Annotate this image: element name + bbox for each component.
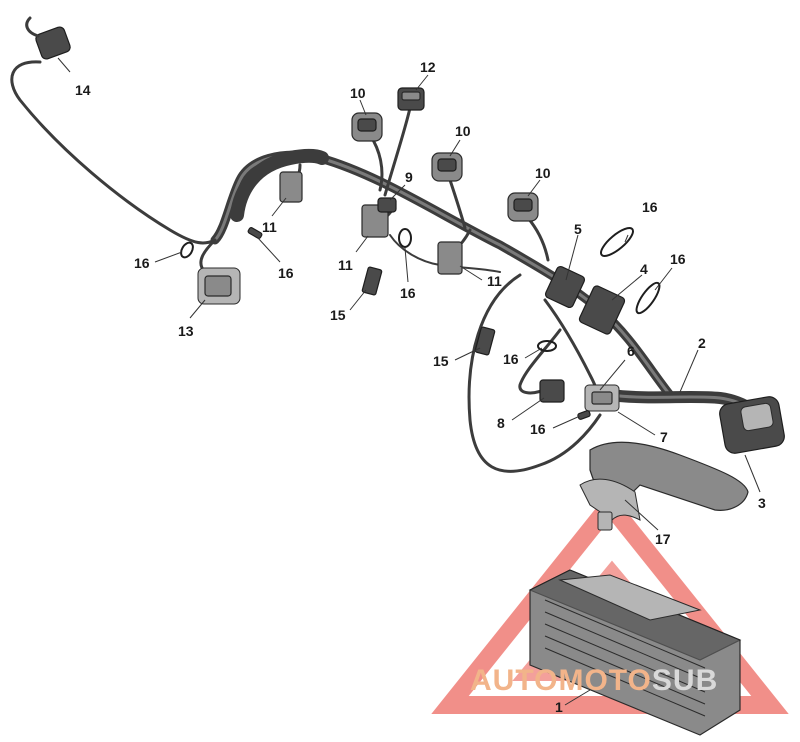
callout-10-c: 10 [535, 165, 551, 181]
coil-connector-10a [351, 112, 383, 142]
connector-8 [539, 379, 565, 403]
callout-16-c: 16 [400, 285, 416, 301]
connector-11b [361, 204, 389, 238]
callout-11-a: 11 [262, 219, 277, 235]
callout-4: 4 [640, 261, 648, 277]
callout-7: 7 [660, 429, 668, 445]
cable-tie-16b [247, 227, 263, 239]
parts [25, 16, 785, 736]
coil-connector-10c [507, 192, 539, 222]
trunk-sleeve [230, 148, 329, 222]
connector-14 [25, 16, 71, 60]
cable-tie-16d [600, 227, 634, 257]
callout-1: 1 [555, 699, 563, 715]
wire-10b [448, 178, 467, 230]
callout-12: 12 [420, 59, 436, 75]
bracket-17 [579, 441, 749, 531]
wire-12 [383, 106, 412, 197]
callout-2: 2 [698, 335, 706, 351]
callout-6: 6 [627, 343, 635, 359]
wire-14 [10, 60, 217, 245]
callout-9: 9 [405, 169, 413, 185]
leader-lines [57, 57, 761, 706]
callout-labels: 14 12 10 10 10 9 11 11 11 5 4 16 16 16 1… [75, 59, 766, 715]
callout-11-c: 11 [487, 273, 502, 289]
relay-6 [584, 384, 620, 412]
watermark-text-part1: AUTOMOTO [470, 664, 652, 697]
connector-block-5 [544, 265, 586, 309]
connector-12 [397, 87, 425, 111]
callout-16-b: 16 [278, 265, 294, 281]
connector-9 [377, 197, 397, 213]
connector-11c [437, 241, 463, 275]
connector-11a [279, 171, 303, 203]
callout-16-d: 16 [642, 199, 658, 215]
callout-13: 13 [178, 323, 194, 339]
callout-15-b: 15 [433, 353, 449, 369]
coil-connector-10b [431, 152, 463, 182]
cable-tie-16c [398, 228, 412, 248]
callout-10-b: 10 [455, 123, 471, 139]
connector-3 [719, 396, 785, 454]
callout-14: 14 [75, 82, 91, 98]
callout-8: 8 [497, 415, 505, 431]
connector-13 [197, 267, 241, 305]
cable-tie-16e [635, 281, 661, 315]
cable-tie-16a [180, 241, 194, 259]
wire-loop [467, 273, 602, 473]
ecm-module-1 [528, 569, 742, 736]
callout-16-f: 16 [503, 351, 519, 367]
callout-17: 17 [655, 531, 671, 547]
cable-tie-16g [577, 410, 591, 420]
watermark-text: AUTOMOTOSUB [470, 664, 718, 697]
wire-10c [526, 216, 550, 262]
callout-3: 3 [758, 495, 766, 511]
wire-8 [518, 328, 562, 395]
callout-10-a: 10 [350, 85, 366, 101]
callout-16-a: 16 [134, 255, 150, 271]
cable-tie-16f [537, 340, 557, 352]
watermark-text-part2: SUB [652, 664, 718, 697]
connector-block-4 [578, 285, 626, 335]
plug-15a [361, 266, 383, 296]
callout-11-b: 11 [338, 257, 353, 273]
plug-15b [474, 326, 496, 356]
callout-5: 5 [574, 221, 582, 237]
callout-15-a: 15 [330, 307, 346, 323]
callout-16-e: 16 [670, 251, 686, 267]
wire-13 [199, 238, 217, 274]
callout-16-g: 16 [530, 421, 546, 437]
